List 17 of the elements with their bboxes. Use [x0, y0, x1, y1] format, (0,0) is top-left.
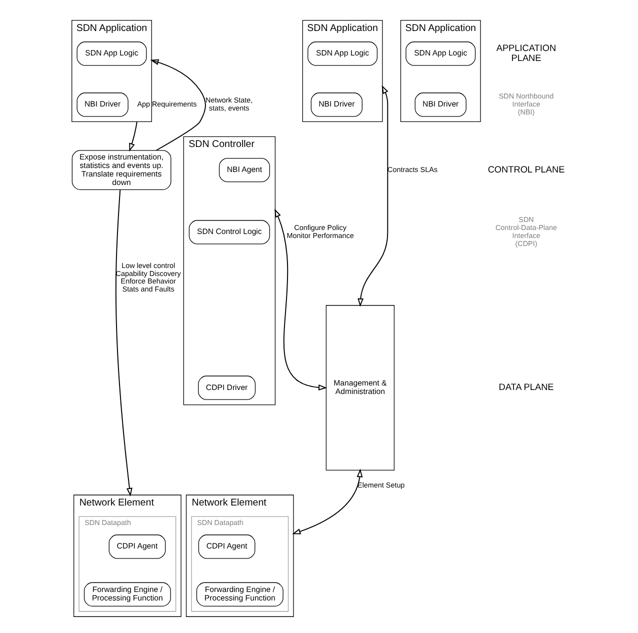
edge-label: Network State, stats, events	[206, 96, 253, 112]
arrow	[274, 208, 328, 390]
label: SDN Control-Data-Plane Interface (CDPI)	[496, 215, 558, 248]
arrow	[292, 468, 363, 534]
label: CONTROL PLANE	[488, 164, 565, 174]
arrow	[150, 59, 206, 151]
edge-label: Element Setup	[358, 480, 405, 490]
arrow	[129, 121, 138, 152]
arrow	[115, 189, 132, 496]
label: APPLICATION PLANE	[496, 43, 556, 63]
edge-label: Configure Policy Monitor Performance	[286, 223, 354, 240]
label: SDN Northbound Interface (NBI)	[498, 92, 554, 116]
edge-label: App Requirements	[137, 99, 197, 108]
edge-label: Low level control Capability Discovery Enforce Behavior Stats and Faults	[116, 260, 181, 294]
arrow	[358, 85, 388, 307]
edge-label: Contracts SLAs	[388, 164, 438, 174]
label: DATA PLANE	[498, 382, 554, 392]
